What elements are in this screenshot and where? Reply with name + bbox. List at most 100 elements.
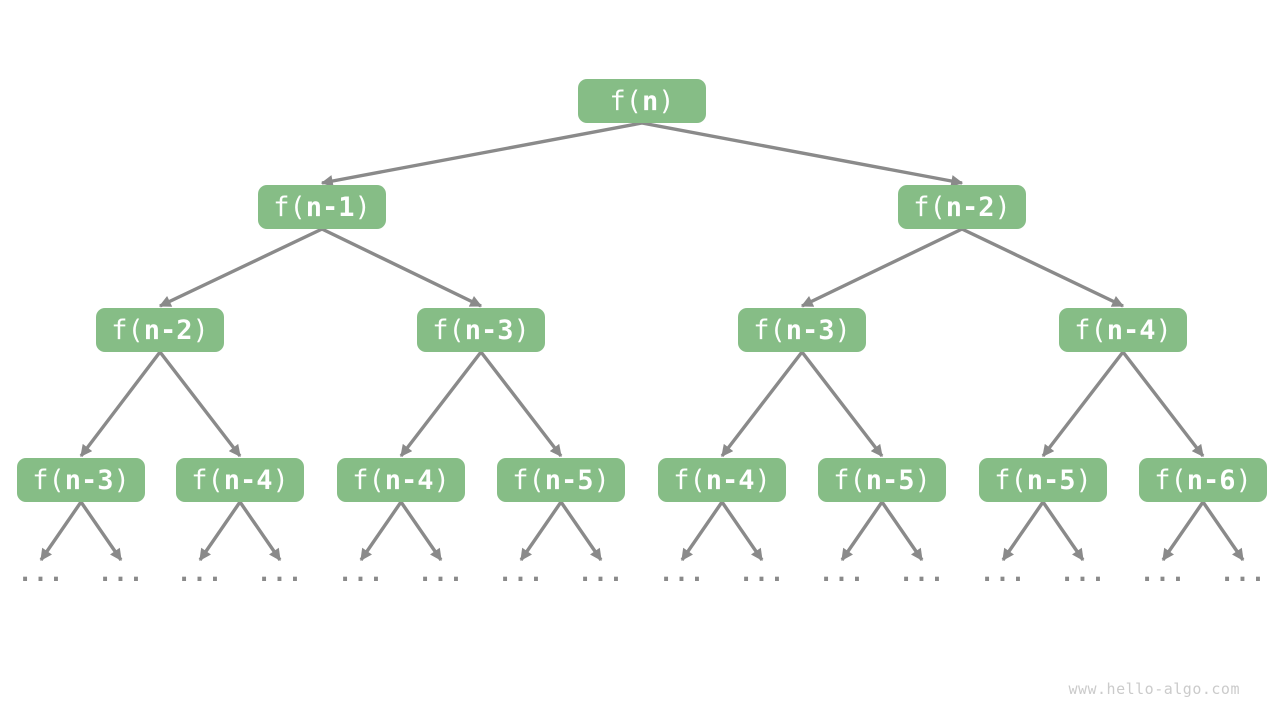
ellipsis-label: ... [658,559,706,587]
tree-node: f(n-6) [1139,458,1267,502]
node-label-prefix: f( [833,464,866,496]
node-label-arg: n-1 [305,191,355,223]
edge-line [840,501,884,561]
ellipsis-node: ... [652,559,712,596]
ellipsis-label: ... [818,559,866,587]
tree-node: f(n-5) [497,458,625,502]
edge-line [559,501,603,561]
ellipsis-node: ... [1053,559,1113,596]
edge-line [359,501,403,561]
ellipsis-label: ... [1059,559,1107,587]
ellipsis-node: ... [11,559,71,596]
tree-node: f(n-2) [96,308,224,352]
node-label-arg: n-5 [865,464,915,496]
tree-node: f(n-3) [17,458,145,502]
edge-line [800,350,884,458]
node-label-prefix: f( [609,85,642,117]
node-label-arg: n-4 [223,464,273,496]
edge-line [519,501,563,561]
edge-line [320,121,643,187]
edge-line [158,350,242,458]
ellipsis-node: ... [250,559,310,596]
node-label-arg: n-5 [1026,464,1076,496]
edge-line [479,350,563,458]
node-label-prefix: f( [1074,314,1107,346]
node-label-arg: n-4 [1106,314,1156,346]
edge-line [198,501,242,561]
edge-line [321,227,483,308]
node-label-suffix: ) [658,85,675,117]
node-label-arg: n [641,85,659,117]
node-label-arg: n-3 [785,314,835,346]
edge-line [399,350,483,458]
node-label-suffix: ) [192,314,209,346]
tree-node: f(n-5) [979,458,1107,502]
node-label-prefix: f( [913,191,946,223]
tree-node: f(n-4) [337,458,465,502]
edge-line [238,501,282,561]
node-label-arg: n-3 [64,464,114,496]
tree-node: f(n-5) [818,458,946,502]
edge-line [79,350,162,458]
node-label-prefix: f( [273,191,306,223]
ellipsis-node: ... [732,561,792,596]
ellipsis-node: ... [1133,559,1193,596]
ellipsis-node: ... [812,559,872,596]
edge-line [158,227,323,308]
ellipsis-node: ... [491,559,551,596]
ellipsis-node: ... [91,559,151,596]
node-label-suffix: ) [113,464,130,496]
ellipsis-node: ... [331,559,391,596]
tree-node: f(n-2) [898,185,1026,229]
node-label-prefix: f( [1154,464,1187,496]
node-label-suffix: ) [754,464,771,496]
edge-line [1041,501,1085,561]
ellipsis-node: ... [170,561,230,596]
tree-node: f(n-4) [1059,308,1187,352]
node-label-arg: n-2 [143,314,193,346]
node-label-prefix: f( [753,314,786,346]
ellipsis-label: ... [256,559,304,587]
edge-line [880,501,924,561]
node-label-prefix: f( [673,464,706,496]
node-label-prefix: f( [994,464,1027,496]
edge-line [1041,350,1125,458]
edge-line [800,227,963,308]
node-label-prefix: f( [32,464,65,496]
ellipsis-node: ... [892,561,952,596]
node-label-suffix: ) [1235,464,1252,496]
node-label-suffix: ) [593,464,610,496]
edge-line [680,501,724,561]
node-label-arg: n-4 [384,464,434,496]
watermark: www.hello-algo.com [1068,680,1240,698]
node-label-arg: n-3 [464,314,514,346]
ellipsis-label: ... [97,559,145,587]
ellipsis-label: ... [337,559,385,587]
edge-line [79,501,123,561]
ellipsis-label: ... [1219,559,1267,587]
ellipsis-label: ... [577,559,625,587]
node-label-arg: n-5 [544,464,594,496]
tree-node: f(n) [578,79,706,123]
edge-line [641,121,964,187]
node-label-suffix: ) [1075,464,1092,496]
ellipsis-label: ... [497,559,545,587]
ellipsis-label: ... [1139,559,1187,587]
edge-line [1001,501,1045,561]
tree-node: f(n-4) [176,458,304,502]
node-label-suffix: ) [272,464,289,496]
node-label-prefix: f( [191,464,224,496]
node-label-prefix: f( [512,464,545,496]
node-label-suffix: ) [914,464,931,496]
node-label-prefix: f( [432,314,465,346]
node-label-prefix: f( [352,464,385,496]
ellipsis-node: ... [411,561,471,596]
edge-line [1121,350,1205,458]
node-label-suffix: ) [994,191,1011,223]
edge-line [399,501,443,561]
ellipsis-label: ... [17,559,65,587]
ellipsis-label: ... [979,559,1027,587]
edge-line [1201,501,1245,561]
